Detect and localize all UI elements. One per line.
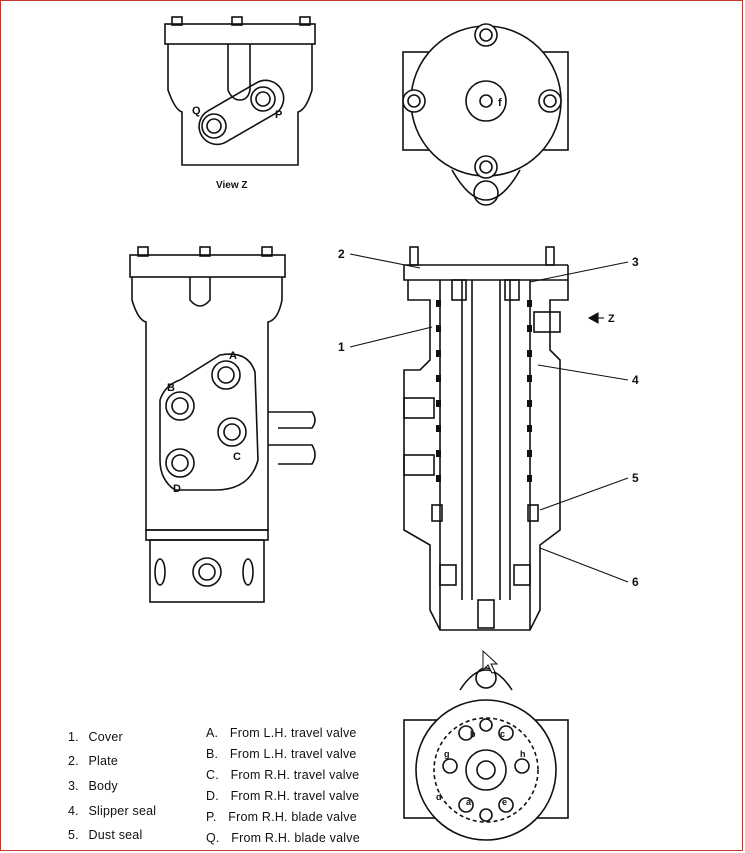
port-label-a-small: a <box>466 797 472 807</box>
callout-4: 4 <box>632 373 639 387</box>
legend-part-text: Slipper seal <box>88 804 157 818</box>
legend-part-number: 3. <box>68 779 79 793</box>
legend-port-row: C. From R.H. travel valve <box>206 768 359 782</box>
callout-5: 5 <box>632 471 639 485</box>
legend-part-text: Plate <box>88 754 119 768</box>
legend-part-row: 5. Dust seal <box>68 828 142 842</box>
legend-part-row: 4. Slipper seal <box>68 804 156 818</box>
legend-port-text: From L.H. travel valve <box>229 726 357 740</box>
legend-port-row: P. From R.H. blade valve <box>206 810 357 824</box>
seal-marks <box>436 300 532 482</box>
port-label-b: B <box>167 382 175 394</box>
legend-port-letter: C. <box>206 768 219 782</box>
legend-port-text: From R.H. blade valve <box>231 831 360 845</box>
callout-1: 1 <box>338 340 345 354</box>
legend-part-row: 1. Cover <box>68 730 123 744</box>
port-label-c: C <box>233 451 241 463</box>
leader-lines <box>349 253 629 583</box>
legend-port-row: A. From L.H. travel valve <box>206 726 357 740</box>
legend-port-letter: P. <box>206 810 217 824</box>
port-label-b-small: b <box>470 729 476 739</box>
legend-port-letter: Q. <box>206 831 220 845</box>
cursor-arrow-icon <box>482 649 499 674</box>
legend-port-text: From R.H. blade valve <box>228 810 357 824</box>
view-z-label: View Z <box>216 180 248 191</box>
legend-part-number: 5. <box>68 828 79 842</box>
legend-port-letter: D. <box>206 789 219 803</box>
callout-2: 2 <box>338 247 345 261</box>
legend-port-text: From R.H. travel valve <box>230 789 360 803</box>
port-label-f: f <box>498 97 502 109</box>
legend-port-letter: B. <box>206 747 219 761</box>
legend-part-row: 2. Plate <box>68 754 118 768</box>
view-z-drawing <box>164 16 316 166</box>
callout-3: 3 <box>632 255 639 269</box>
legend-port-text: From R.H. travel valve <box>230 768 360 782</box>
port-label-h: h <box>520 749 526 759</box>
port-label-g: g <box>444 749 450 759</box>
callout-6: 6 <box>632 575 639 589</box>
cover-top-view <box>402 23 569 206</box>
legend-part-text: Body <box>88 779 118 793</box>
legend-port-row: Q. From R.H. blade valve <box>206 831 360 845</box>
port-label-c-small: c <box>500 729 505 739</box>
legend-port-row: D. From R.H. travel valve <box>206 789 359 803</box>
port-label-d: D <box>173 483 181 495</box>
port-label-d-small: d <box>436 792 442 802</box>
callout-z: Z <box>608 313 615 325</box>
legend-part-number: 4. <box>68 804 79 818</box>
legend-part-number: 1. <box>68 730 79 744</box>
port-label-e: e <box>502 797 507 807</box>
port-label-a: A <box>229 350 237 362</box>
legend-port-row: B. From L.H. travel valve <box>206 747 357 761</box>
sectional-view-drawing <box>403 246 569 631</box>
bottom-end-view <box>403 667 569 841</box>
legend-part-text: Cover <box>88 730 123 744</box>
legend-port-letter: A. <box>206 726 219 740</box>
legend-part-row: 3. Body <box>68 779 118 793</box>
legend-port-text: From L.H. travel valve <box>229 747 357 761</box>
legend-part-text: Dust seal <box>88 828 143 842</box>
port-label-p: P <box>275 109 282 121</box>
side-view-drawing <box>129 246 316 603</box>
port-label-q: Q <box>192 105 201 117</box>
legend-part-number: 2. <box>68 754 79 768</box>
